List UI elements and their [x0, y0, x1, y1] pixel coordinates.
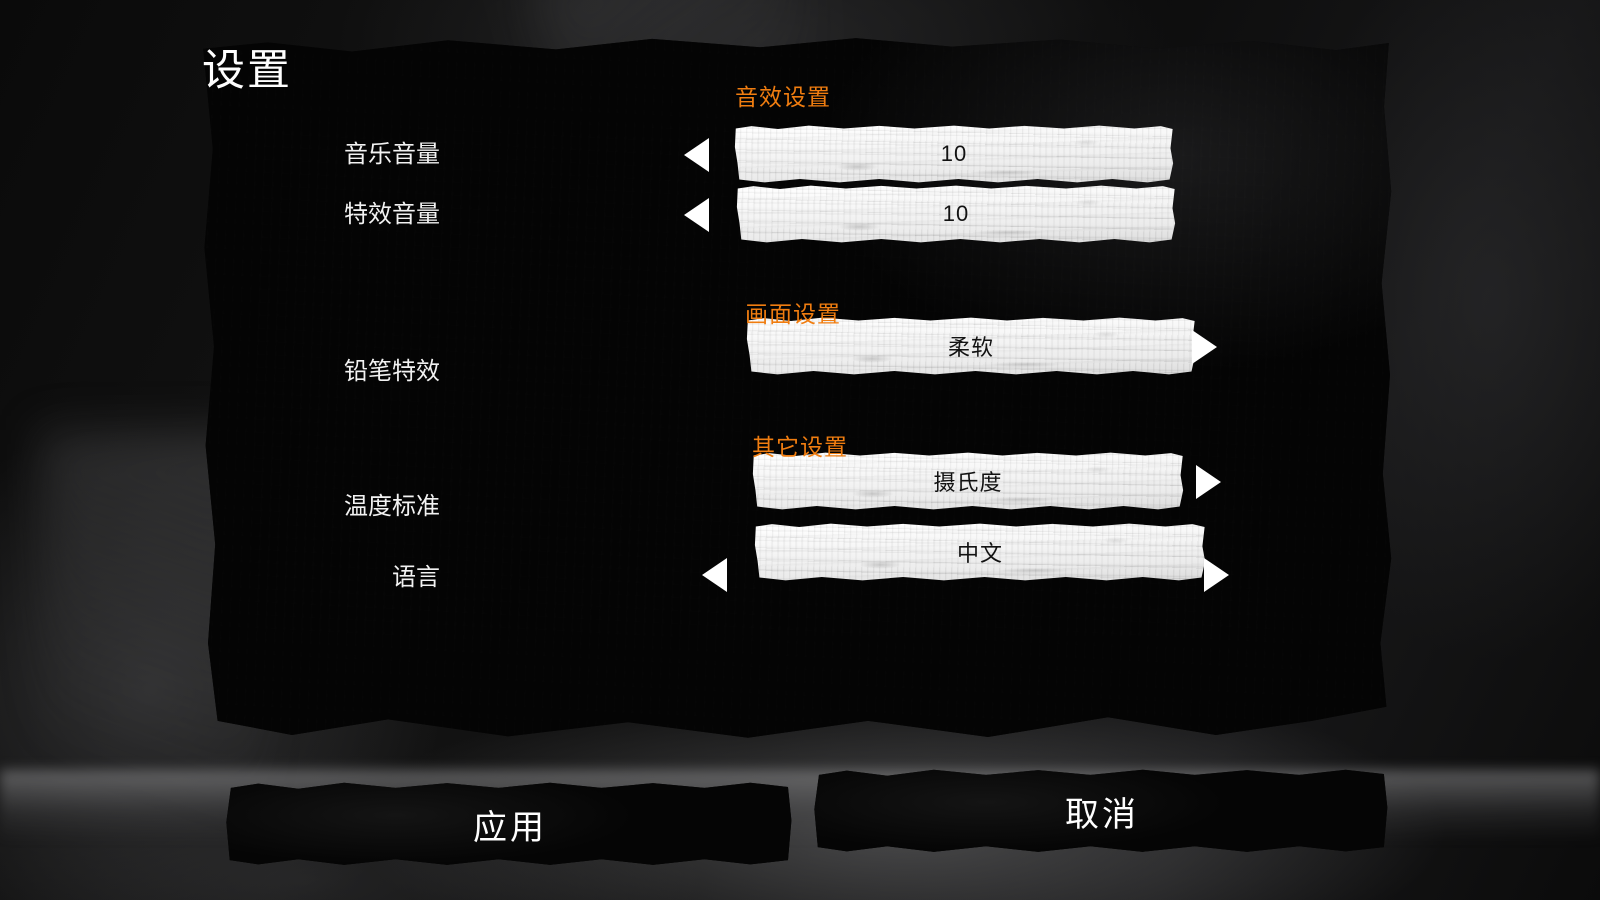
- setting-value-language: 中文: [956, 541, 1003, 566]
- bar-texture: [734, 125, 1174, 183]
- setting-value-sfx-volume: 10: [942, 201, 970, 226]
- cancel-button-label: 取消: [1065, 795, 1139, 834]
- setting-label-language: 语言: [392, 564, 440, 591]
- setting-row-music-volume: 音乐音量 10: [0, 125, 1600, 185]
- setting-row-temperature-unit: 温度标准 摄氏度: [0, 452, 1600, 520]
- apply-button[interactable]: 应用: [226, 782, 792, 865]
- section-heading-other: 其它设置: [752, 434, 848, 460]
- bar-texture: [736, 185, 1176, 243]
- bar-texture: [746, 317, 1196, 375]
- decrease-arrow-icon[interactable]: [684, 138, 709, 172]
- setting-label-temperature-unit: 温度标准: [344, 493, 440, 520]
- apply-button-label: 应用: [473, 808, 547, 847]
- setting-label-sfx-volume: 特效音量: [344, 201, 440, 228]
- setting-row-pencil-effect: 铅笔特效 柔软: [0, 317, 1600, 385]
- setting-label-pencil-effect: 铅笔特效: [344, 358, 440, 385]
- setting-value-bar-temperature-unit[interactable]: 摄氏度: [752, 452, 1184, 510]
- setting-value-bar-sfx-volume[interactable]: 10: [736, 185, 1176, 243]
- setting-value-pencil-effect: 柔软: [947, 335, 994, 360]
- setting-value-temperature-unit: 摄氏度: [933, 470, 1003, 495]
- setting-value-bar-music-volume[interactable]: 10: [734, 125, 1174, 183]
- setting-row-sfx-volume: 特效音量 10: [0, 185, 1600, 245]
- increase-arrow-icon[interactable]: [1204, 558, 1229, 592]
- decrease-arrow-icon[interactable]: [702, 558, 727, 592]
- section-heading-display: 画面设置: [745, 301, 841, 327]
- setting-value-music-volume: 10: [940, 141, 968, 166]
- setting-value-bar-pencil-effect[interactable]: 柔软: [746, 317, 1196, 375]
- cancel-button[interactable]: 取消: [814, 769, 1388, 852]
- setting-row-language: 语言 中文: [0, 523, 1600, 592]
- page-title: 设置: [202, 47, 292, 95]
- setting-label-music-volume: 音乐音量: [344, 141, 440, 168]
- increase-arrow-icon[interactable]: [1192, 330, 1217, 364]
- increase-arrow-icon[interactable]: [1196, 465, 1221, 499]
- section-heading-audio: 音效设置: [735, 84, 831, 110]
- bar-texture: [752, 452, 1184, 510]
- bar-texture: [754, 523, 1206, 581]
- setting-value-bar-language[interactable]: 中文: [754, 523, 1206, 581]
- decrease-arrow-icon[interactable]: [684, 198, 709, 232]
